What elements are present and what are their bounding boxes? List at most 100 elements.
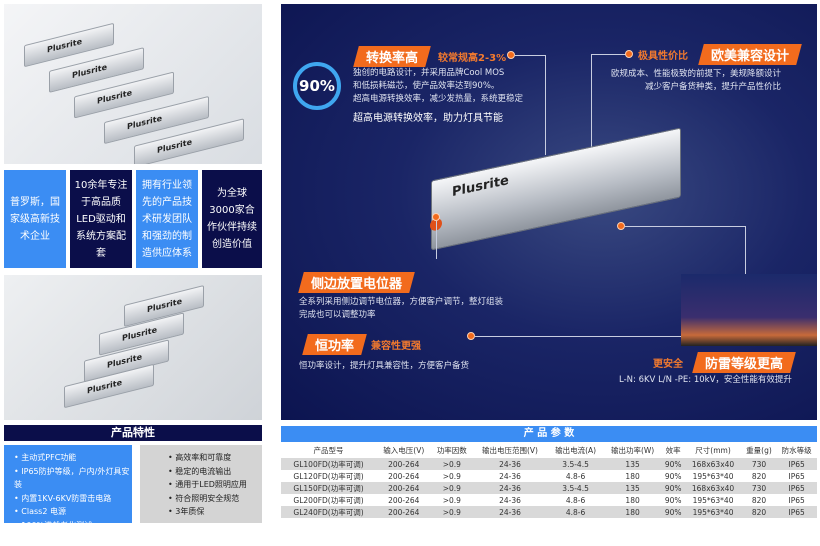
brand-label: Plusrite: [157, 137, 192, 155]
params-title: 产 品 参 数: [281, 426, 817, 442]
table-cell: 200-264: [388, 471, 420, 481]
table-cell: 24-36: [472, 482, 548, 494]
feature-item: • IP65防护等级，户内/外灯具安装: [14, 466, 130, 490]
table-cell: >0.9: [442, 471, 461, 481]
brand-label: Plusrite: [47, 36, 82, 55]
table-cell: 24-36: [499, 495, 521, 505]
surge-desc: L-N: 6KV L/N -PE: 10kV，安全性能有效提升: [619, 375, 792, 385]
brand-label: Plusrite: [127, 113, 162, 132]
feature-item: • 100%高压测试/100%: [14, 534, 102, 543]
table-cell: GL200FD(功率可调): [293, 495, 364, 505]
callout-dot: [432, 213, 440, 221]
constant-desc: 恒功率设计，提升灯具兼容性，方便客户备货: [299, 361, 470, 371]
column-header: 重量(g): [746, 445, 772, 455]
table-cell: 24-36: [499, 471, 521, 481]
brand-label: Plusrite: [147, 296, 182, 315]
feature-item: • 3年质保: [168, 507, 205, 516]
brand-label: Plusrite: [122, 325, 157, 343]
brand-label: Plusrite: [452, 173, 509, 201]
intro-box: 为全球3000家合作伙伴持续创造价值: [202, 170, 262, 268]
table-cell: IP65: [788, 471, 805, 481]
table-cell: IP65: [788, 495, 805, 505]
table-cell: 200-264: [376, 482, 432, 494]
compat-desc: 欧规成本、性能极致的前提下，美规降额设计减少客户备货种类，提升产品性价比: [611, 69, 782, 92]
table-cell: 180: [625, 495, 640, 505]
table-cell: 820: [741, 506, 777, 518]
constant-sub: 兼容性更强: [371, 341, 421, 352]
table-cell: 168x63x40: [684, 482, 742, 494]
efficiency-sub: 较常规高2-3%: [438, 53, 507, 64]
surge-sub: 更安全: [653, 359, 683, 370]
table-cell: 820: [751, 495, 767, 505]
callout-dot: [617, 222, 625, 230]
efficiency-badge: 90%: [293, 62, 341, 110]
pot-desc: 全系列采用侧边调节电位器，方便客户调节，整灯组装完成也可以调整功率: [299, 297, 504, 320]
column-header: 输入电压(V): [383, 445, 425, 455]
feature-item: • 内置1KV-6KV防雷击电路: [14, 493, 112, 503]
product-photo-top: Plusrite Plusrite Plusrite Plusrite Plus…: [4, 4, 262, 164]
table-cell: IP65: [776, 482, 817, 494]
table-cell: 195*63*40: [692, 471, 734, 481]
compat-sub: 极具性价比: [638, 51, 688, 62]
column-header: 防水等级: [781, 445, 812, 455]
table-cell: 4.8-6: [565, 471, 586, 481]
table-cell: >0.9: [431, 482, 473, 494]
table-cell: 4.8-6: [565, 495, 586, 505]
table-cell: 24-36: [472, 506, 548, 518]
table-cell: 200-264: [376, 506, 432, 518]
efficiency-highlight: 超高电源转换效率，助力灯具节能: [353, 113, 503, 124]
efficiency-tag: 转换率高: [353, 46, 431, 67]
table-cell: 90%: [664, 471, 682, 481]
table-cell: >0.9: [431, 506, 473, 518]
intro-box: 普罗斯，国家级高新技术企业: [4, 170, 66, 268]
features-left: • 主动式PFC功能 • IP65防护等级，户内/外灯具安装 • 内置1KV-6…: [4, 445, 132, 543]
table-cell: 200-264: [388, 495, 420, 505]
table-cell: IP65: [776, 458, 817, 470]
callout-dot: [625, 50, 633, 58]
feature-item: • 100%满载老化测试: [14, 520, 93, 530]
table-cell: 135: [603, 482, 662, 494]
table-cell: 3.5-4.5: [547, 458, 604, 470]
column-header: 输出功率(W): [610, 445, 655, 455]
table-cell: IP65: [776, 506, 817, 518]
column-header: 功率因数: [436, 445, 467, 455]
feature-item: • 通用于LED照明应用: [168, 480, 247, 489]
product-image: Plusrite: [430, 127, 681, 251]
feature-item: • 高效率和可靠度: [168, 453, 232, 462]
column-header: 输出电压范围(V): [481, 445, 538, 455]
table-cell: 195*63*40: [684, 506, 742, 518]
constant-tag: 恒功率: [302, 334, 367, 355]
brand-label: Plusrite: [87, 377, 122, 396]
callout-dot: [507, 51, 515, 59]
lightning-image: [681, 274, 817, 346]
params-section: 产 品 参 数 产品型号输入电压(V)功率因数输出电压范围(V)输出电流(A)输…: [281, 426, 817, 518]
product-photo-bottom: Plusrite Plusrite Plusrite Plusrite: [4, 275, 262, 420]
intro-box: 拥有行业领先的产品技术研发团队和强劲的制造供应体系: [136, 170, 198, 268]
table-cell: 90%: [664, 495, 682, 505]
compat-tag: 欧美兼容设计: [698, 44, 802, 65]
feature-item: • 稳定的电流输出: [168, 466, 232, 476]
pot-tag: 侧边放置电位器: [298, 272, 415, 293]
features-title: 产品特性: [4, 425, 262, 441]
table-cell: 180: [625, 471, 640, 481]
table-cell: 168x63x40: [684, 458, 742, 470]
table-cell: 24-36: [472, 458, 548, 470]
table-cell: 90%: [661, 458, 685, 470]
callout-dot: [467, 332, 475, 340]
table-cell: GL240FD(功率可调): [281, 506, 377, 518]
feature-item: • Class2 电源: [14, 507, 66, 516]
table-cell: 195*63*40: [692, 495, 734, 505]
brand-label: Plusrite: [72, 62, 107, 81]
params-table: 产品型号输入电压(V)功率因数输出电压范围(V)输出电流(A)输出功率(W)效率…: [281, 442, 817, 518]
table-cell: 4.8-6: [547, 506, 604, 518]
features-right: • 高效率和可靠度 • 稳定的电流输出 • 通用于LED照明应用 • 符合照明安…: [140, 445, 262, 523]
table-cell: 200-264: [376, 458, 432, 470]
brand-label: Plusrite: [97, 88, 132, 106]
column-header: 尺寸(mm): [695, 445, 731, 455]
feature-item: • 符合照明安全规范: [168, 493, 240, 503]
